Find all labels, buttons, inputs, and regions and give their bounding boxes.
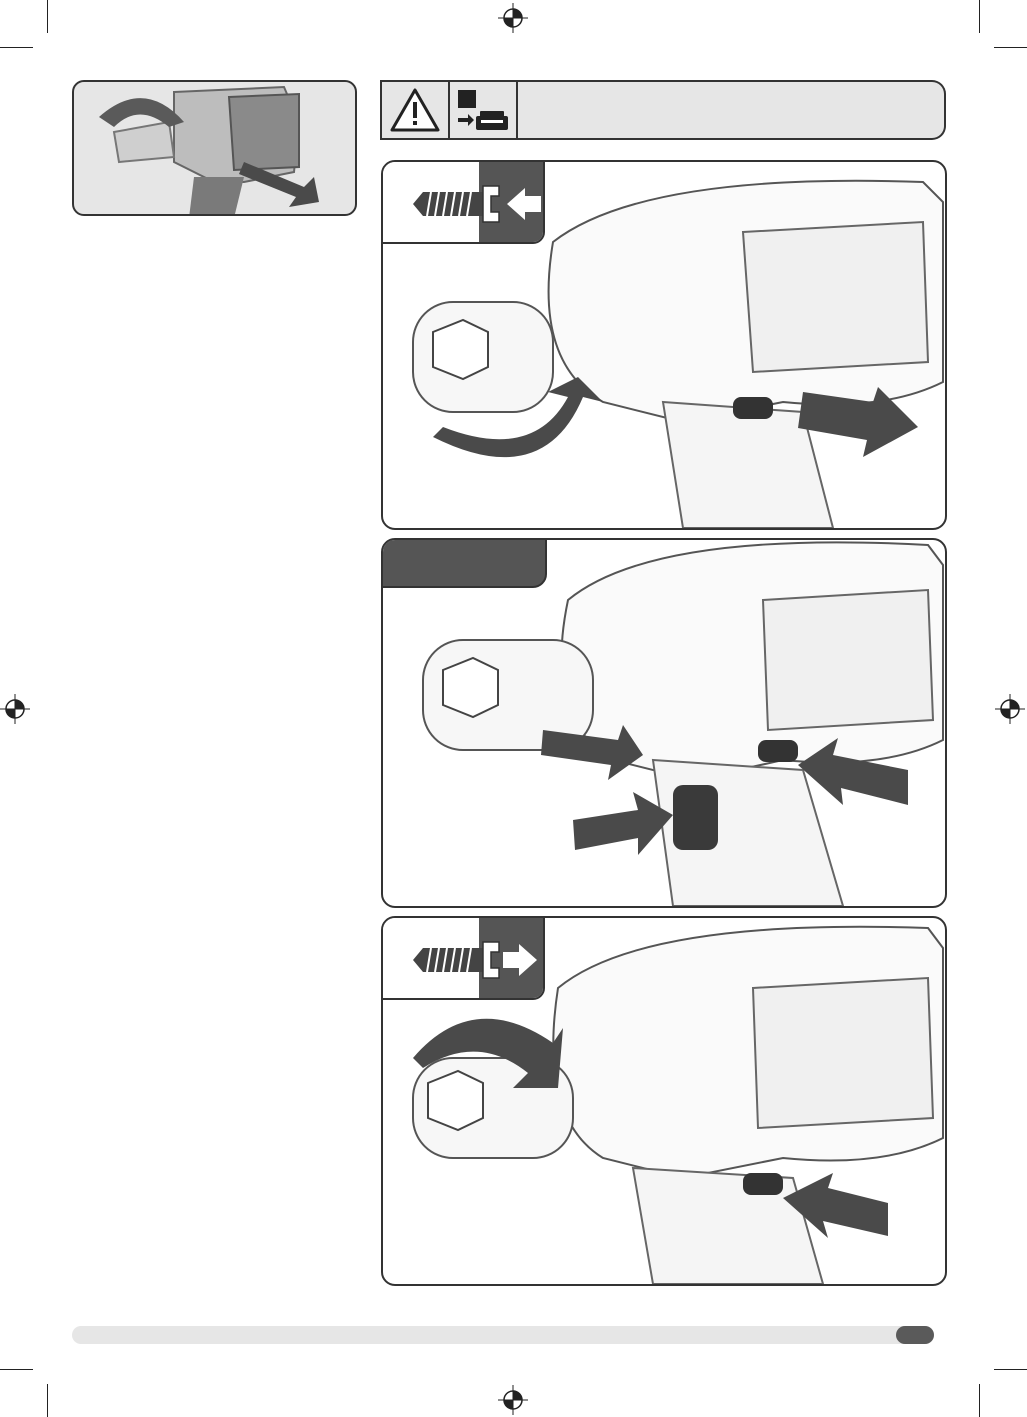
registration-crosshair-icon <box>498 1385 528 1415</box>
impact-wrench-illustration <box>383 540 945 906</box>
remove-battery-icon <box>450 82 516 138</box>
registration-crosshair-icon <box>0 694 30 724</box>
panel-lock <box>381 538 947 908</box>
warning-triangle-icon <box>382 82 448 138</box>
impact-wrench-thumbnail-illustration <box>74 82 357 216</box>
mode-tag-lock <box>381 538 547 588</box>
panel-tighten <box>381 160 947 530</box>
registration-crosshair-icon <box>498 3 528 33</box>
header-bar <box>380 80 946 140</box>
mode-tag-tighten <box>381 160 545 244</box>
panel-loosen <box>381 916 947 1286</box>
footer-bar <box>72 1326 934 1344</box>
overview-thumbnail <box>72 80 357 216</box>
warning-cell <box>380 82 450 138</box>
screw-loosen-icon <box>383 918 545 1000</box>
mode-tag-loosen <box>381 916 545 1000</box>
page-number-pill <box>896 1326 934 1344</box>
registration-crosshair-icon <box>995 694 1025 724</box>
screw-tighten-icon <box>383 162 545 244</box>
battery-cell <box>450 82 518 138</box>
